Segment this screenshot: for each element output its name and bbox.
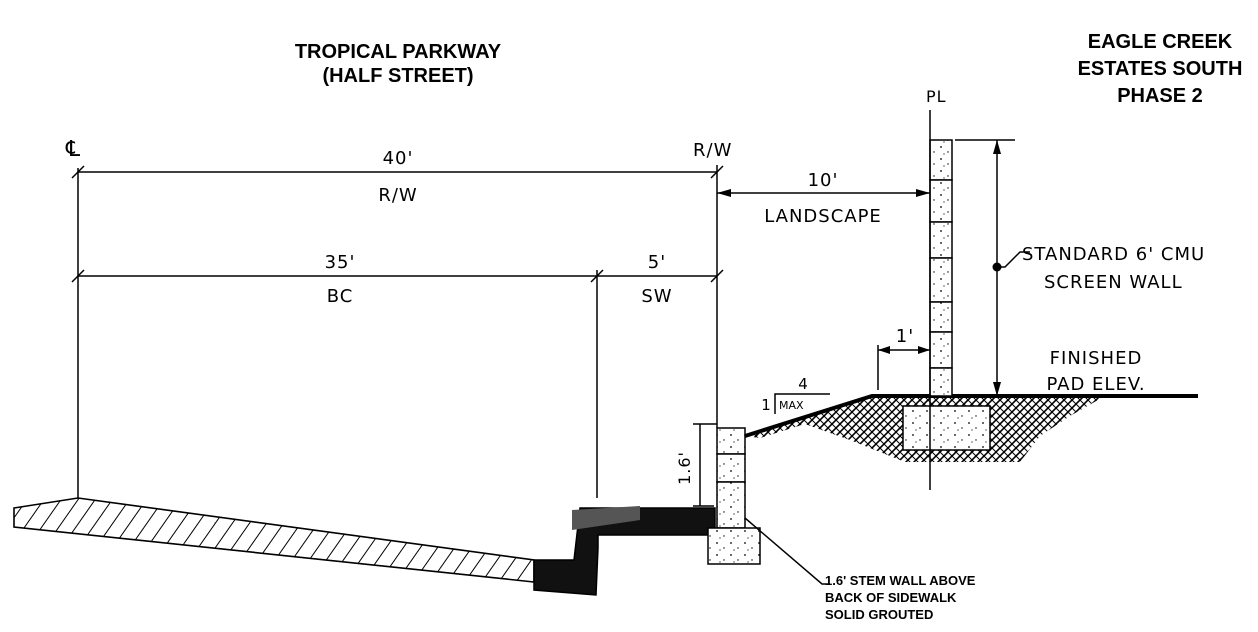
wall-height-dimension: [955, 139, 1030, 396]
offset-dimension: 1': [877, 326, 930, 390]
pad-callout-line1: FINISHED: [1050, 348, 1143, 369]
rw-dimension: 40' R/W: [71, 148, 724, 206]
bc-width-text: 35': [325, 252, 356, 273]
finished-grade-line: [744, 394, 1198, 438]
stem-note-line3: SOLID GROUTED: [825, 607, 933, 622]
rw-label-text: R/W: [378, 185, 417, 206]
centerline-symbol: ℄: [65, 137, 81, 162]
landscape-dimension: 10' LANDSCAPE: [717, 170, 930, 227]
stem-wall: [707, 427, 761, 565]
bc-label-text: BC: [327, 286, 354, 307]
stem-height-text: 1.6': [675, 451, 694, 485]
slope-rise-text: 1: [761, 396, 771, 414]
street-title: TROPICAL PARKWAY (HALF STREET): [295, 41, 502, 87]
rw-width-text: 40': [383, 148, 414, 169]
curb-and-gutter: [533, 507, 716, 596]
subdivision-title: EAGLE CREEK ESTATES SOUTH PHASE 2: [1078, 31, 1243, 107]
property-line-label: PL: [926, 87, 947, 106]
subdivision-title-line2: ESTATES SOUTH: [1078, 58, 1243, 80]
street-title-line2: (HALF STREET): [322, 65, 473, 87]
road-pavement: [13, 497, 535, 583]
sw-width-text: 5': [648, 252, 666, 273]
offset-text: 1': [896, 326, 914, 347]
stem-note-line1: 1.6' STEM WALL ABOVE: [825, 573, 976, 588]
street-title-line1: TROPICAL PARKWAY: [295, 41, 502, 63]
stem-height-dimension: 1.6': [675, 423, 717, 507]
rw-marker-label: R/W: [693, 140, 732, 161]
slope-label: 4 1 MAX: [761, 375, 830, 414]
subdivision-title-line3: PHASE 2: [1117, 85, 1203, 107]
stem-note-line2: BACK OF SIDEWALK: [825, 590, 957, 605]
stem-note-leader: [744, 517, 830, 585]
slope-max-text: MAX: [779, 399, 804, 412]
landscape-label-text: LANDSCAPE: [764, 206, 882, 227]
subdivision-title-line1: EAGLE CREEK: [1088, 31, 1233, 53]
wall-callout-line2: SCREEN WALL: [1044, 272, 1183, 293]
screen-wall: [902, 139, 991, 451]
landscape-width-text: 10': [808, 170, 839, 191]
wall-callout-line1: STANDARD 6' CMU: [1022, 244, 1205, 265]
sw-label-text: SW: [641, 286, 672, 307]
bc-sw-dimension: 35' BC 5' SW: [71, 252, 724, 498]
slope-run-text: 4: [798, 375, 808, 393]
curb-shading: [572, 506, 640, 530]
pad-callout-line2: PAD ELEV.: [1046, 374, 1145, 395]
